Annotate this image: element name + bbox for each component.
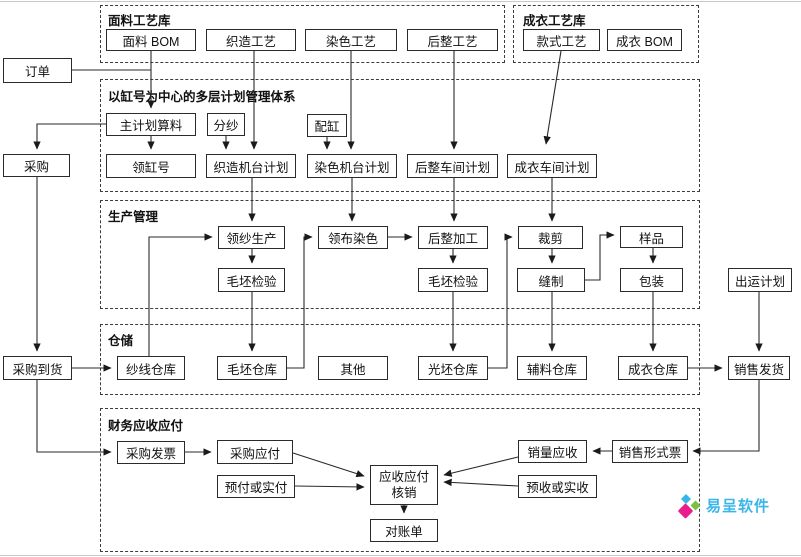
node-vat-no: 领缸号	[106, 154, 196, 178]
node-fabric-dyeing: 领布染色	[318, 226, 388, 249]
node-dye-machine-plan: 染色机台计划	[307, 154, 397, 178]
section-title-production: 生产管理	[108, 210, 159, 224]
node-yarn-split: 分纱	[207, 113, 245, 136]
node-garment-store: 成衣仓库	[618, 356, 688, 380]
node-yarn-store: 纱线仓库	[117, 356, 185, 380]
node-greige-inspect-2: 毛坯检验	[418, 268, 488, 292]
node-master-plan: 主计划算料	[106, 113, 196, 136]
node-purchase-arrival: 采购到货	[3, 356, 72, 380]
section-finance	[100, 408, 700, 552]
logo-diamonds-icon	[678, 494, 701, 519]
node-accessory-store: 辅料仓库	[517, 356, 587, 380]
node-yarn-production: 领纱生产	[218, 226, 285, 249]
node-garment-bom: 成衣 BOM	[607, 29, 682, 51]
node-other-store: 其他	[318, 356, 388, 380]
section-title-fabric-craft-library: 面料工艺库	[108, 14, 171, 28]
node-packing: 包装	[620, 268, 683, 292]
node-statement: 对账单	[370, 519, 438, 542]
section-fabric-craft-library	[100, 5, 505, 63]
node-style-craft: 款式工艺	[523, 29, 600, 51]
logo-text: 易呈软件	[706, 498, 771, 515]
section-title-garment-craft-library: 成衣工艺库	[523, 14, 586, 28]
node-verification-line1: 应收应付	[378, 469, 429, 484]
node-verification: 应收应付 核销	[370, 465, 438, 505]
section-production	[100, 200, 700, 309]
node-prepay: 预付或实付	[217, 475, 295, 498]
node-weave-machine-plan: 织造机台计划	[206, 154, 296, 178]
node-weave-craft: 织造工艺	[206, 29, 296, 51]
node-dye-craft: 染色工艺	[305, 29, 397, 51]
edge-masterplan-to-purchase	[33, 123, 106, 150]
section-title-warehouse: 仓储	[108, 334, 134, 348]
section-garment-craft-library	[513, 5, 699, 63]
node-vat-match: 配缸	[307, 114, 347, 137]
top-border-line	[0, 1, 801, 2]
node-verification-line2: 核销	[391, 486, 417, 500]
vendor-logo: 易呈软件	[677, 492, 770, 519]
node-sales-delivery: 销售发货	[728, 356, 790, 380]
node-greige-store: 毛坯仓库	[217, 356, 287, 380]
node-sales-proforma: 销售形式票	[612, 440, 688, 463]
node-fabric-bom: 面料 BOM	[106, 29, 196, 51]
node-order: 订单	[3, 58, 72, 83]
node-finish-workshop-plan: 后整车间计划	[407, 154, 498, 178]
node-purchase-invoice: 采购发票	[117, 441, 185, 464]
node-sample: 样品	[620, 226, 683, 248]
edge-salesdelivery-to-proforma	[692, 380, 760, 455]
node-sewing: 缝制	[517, 268, 585, 292]
node-shipment-plan: 出运计划	[728, 268, 792, 292]
node-sales-receivable: 销量应收	[518, 440, 587, 463]
node-finished-fabric-store: 光坯仓库	[418, 356, 488, 380]
node-purchase: 采购	[3, 154, 70, 177]
section-warehouse	[100, 324, 700, 395]
node-cutting: 裁剪	[518, 226, 583, 249]
node-prereceive: 预收或实收	[518, 475, 597, 498]
section-title-finance: 财务应收应付	[108, 419, 184, 433]
section-title-planning: 以缸号为中心的多层计划管理体系	[108, 90, 296, 104]
node-finish-process: 后整加工	[418, 226, 488, 249]
node-finish-craft: 后整工艺	[407, 29, 498, 51]
logo-magenta-diamond	[678, 503, 693, 519]
node-purchase-payable: 采购应付	[217, 440, 293, 464]
node-greige-inspect-1: 毛坯检验	[218, 268, 285, 292]
bottom-border-line	[0, 555, 801, 556]
node-garment-workshop-plan: 成衣车间计划	[507, 154, 597, 178]
